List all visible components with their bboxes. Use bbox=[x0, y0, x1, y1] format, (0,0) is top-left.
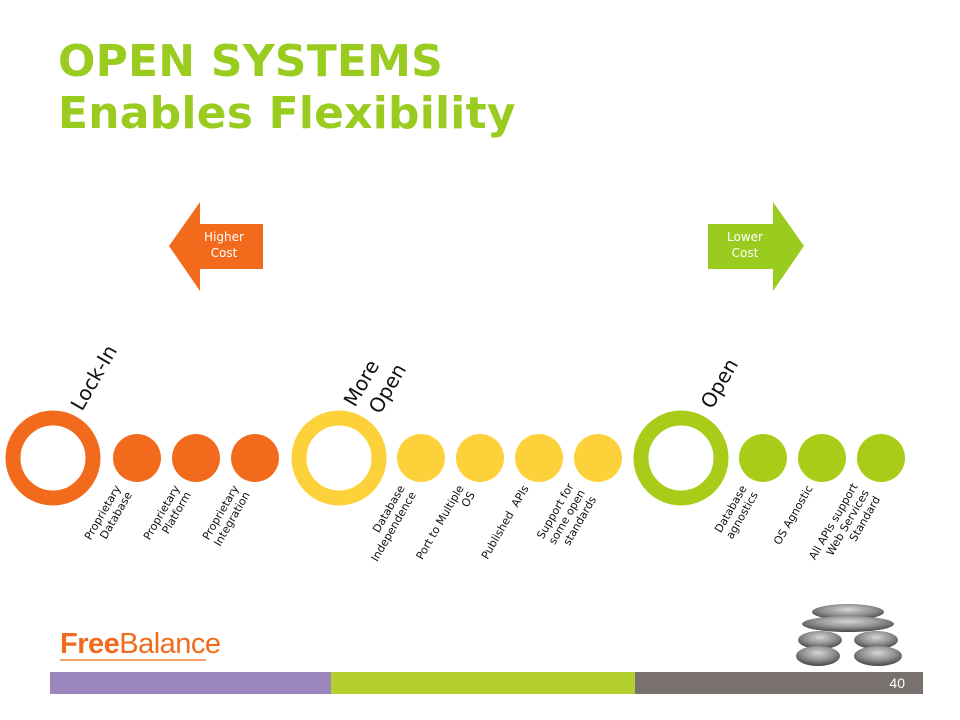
label-database-agnostics: Database agnostics bbox=[712, 483, 761, 541]
slide-title: OPEN SYSTEMS Enables Flexibility bbox=[58, 36, 516, 140]
group-lock-in: Lock-In Proprietary Database Proprietary… bbox=[5, 341, 279, 549]
more-open-ring bbox=[291, 410, 387, 506]
lock-in-ring bbox=[5, 410, 101, 506]
page-number: 40 bbox=[889, 675, 905, 691]
group-open: Open Database agnostics OS Agnostic All … bbox=[633, 354, 905, 562]
stacked-stones-image bbox=[796, 604, 902, 666]
logo-underline bbox=[60, 659, 206, 661]
higher-cost-line2: Cost bbox=[211, 246, 238, 260]
higher-cost-line1: Higher bbox=[204, 230, 244, 244]
label-proprietary-database: Proprietary Database bbox=[82, 483, 135, 543]
label-support-open-standards: Support for some open standards bbox=[534, 481, 599, 548]
lower-cost-line1: Lower bbox=[727, 230, 763, 244]
logo-text-free: Free bbox=[60, 628, 120, 660]
label-proprietary-integration: Proprietary Integration bbox=[200, 483, 253, 549]
stone-right-2 bbox=[854, 646, 902, 666]
dot-proprietary-integration bbox=[231, 434, 279, 482]
higher-cost-arrow: Higher Cost bbox=[169, 202, 263, 291]
dot-all-apis-web-services bbox=[857, 434, 905, 482]
stone-slab bbox=[802, 616, 894, 632]
group-more-open: More Open Database Independence Port to … bbox=[291, 356, 622, 564]
title-line-2: Enables Flexibility bbox=[58, 88, 516, 139]
dot-database-independence bbox=[397, 434, 445, 482]
right-arrow-shape bbox=[708, 202, 804, 291]
label-line: Port to Multiple bbox=[414, 483, 467, 562]
freebalance-logo: FreeBalance bbox=[60, 628, 221, 660]
footer-bar-gray: 40 bbox=[635, 672, 923, 694]
label-line: OS Agnostic bbox=[771, 483, 816, 547]
dot-proprietary-platform bbox=[172, 434, 220, 482]
label-os-agnostic: OS Agnostic bbox=[771, 483, 816, 547]
lock-in-heading: Lock-In bbox=[66, 341, 122, 415]
left-arrow-shape bbox=[169, 202, 263, 291]
lower-cost-line2: Cost bbox=[732, 246, 759, 260]
open-ring bbox=[633, 410, 729, 506]
footer-bar-purple bbox=[50, 672, 331, 694]
stone-left-1 bbox=[798, 631, 842, 649]
label-line: Published APIs bbox=[479, 483, 532, 562]
dot-os-agnostic bbox=[798, 434, 846, 482]
lower-cost-arrow: Lower Cost bbox=[708, 202, 804, 291]
stone-top bbox=[812, 604, 884, 620]
dot-support-open-standards bbox=[574, 434, 622, 482]
dot-database-agnostics bbox=[739, 434, 787, 482]
logo-text-balance: Balance bbox=[119, 628, 221, 660]
label-all-apis-web-services: All APIs support Web Services Standard bbox=[806, 480, 883, 562]
label-proprietary-platform: Proprietary Platform bbox=[141, 483, 194, 543]
dot-proprietary-database bbox=[113, 434, 161, 482]
label-published-apis: Published APIs bbox=[479, 483, 532, 562]
stone-left-2 bbox=[796, 646, 840, 666]
open-heading: Open bbox=[696, 354, 743, 412]
dot-published-apis bbox=[515, 434, 563, 482]
stone-right-1 bbox=[854, 631, 898, 649]
footer-bar-green bbox=[331, 672, 635, 694]
label-port-multiple-os: Port to Multiple OS bbox=[414, 483, 478, 562]
dot-port-multiple-os bbox=[456, 434, 504, 482]
title-line-1: OPEN SYSTEMS bbox=[58, 36, 444, 87]
